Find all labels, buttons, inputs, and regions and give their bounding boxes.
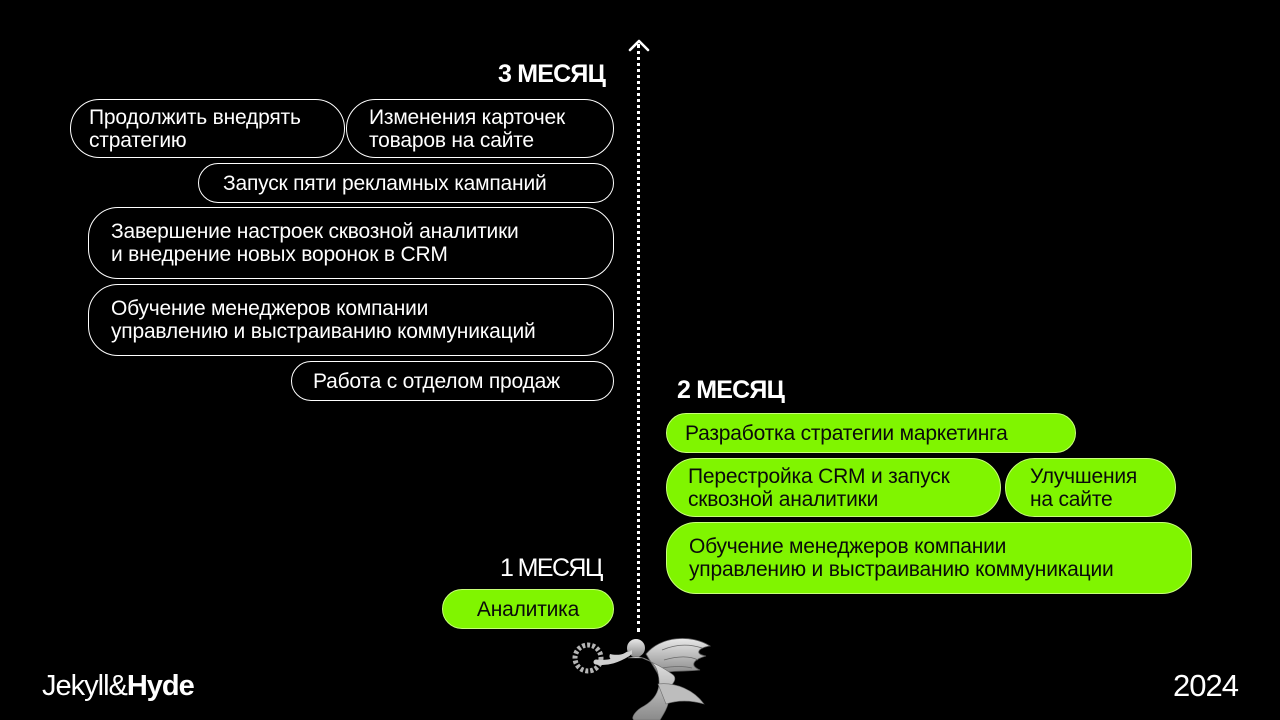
month2-item-crm-rebuild: Перестройка CRM и запуск сквозной аналит…: [666, 458, 1001, 517]
month3-item-continue-strategy: Продолжить внедрять стратегию: [70, 99, 345, 158]
timeline-axis: [637, 44, 640, 632]
month3-item-ad-campaigns: Запуск пяти рекламных кампаний: [198, 163, 614, 203]
brand-logo: Jekyll&Hyde: [42, 670, 195, 702]
month-1-heading: 1 МЕСЯЦ: [500, 554, 603, 582]
month-2-heading: 2 МЕСЯЦ: [677, 376, 785, 404]
year-label: 2024: [1173, 668, 1239, 703]
month3-item-product-cards: Изменения карточек товаров на сайте: [346, 99, 614, 158]
month3-item-sales-dept: Работа с отделом продаж: [291, 361, 614, 401]
month1-item-analytics: Аналитика: [442, 589, 614, 629]
month2-item-manager-training: Обучение менеджеров компании управлению …: [666, 522, 1192, 594]
month3-item-analytics-setup: Завершение настроек сквозной аналитики и…: [88, 207, 614, 279]
month3-item-manager-training: Обучение менеджеров компании управлению …: [88, 284, 614, 356]
angel-statue-icon: [572, 638, 712, 720]
month2-item-site-improvements: Улучшения на сайте: [1005, 458, 1176, 517]
month-3-heading: 3 МЕСЯЦ: [498, 60, 606, 88]
month2-item-marketing-strategy: Разработка стратегии маркетинга: [666, 413, 1076, 453]
arrow-up-icon: [628, 39, 650, 52]
